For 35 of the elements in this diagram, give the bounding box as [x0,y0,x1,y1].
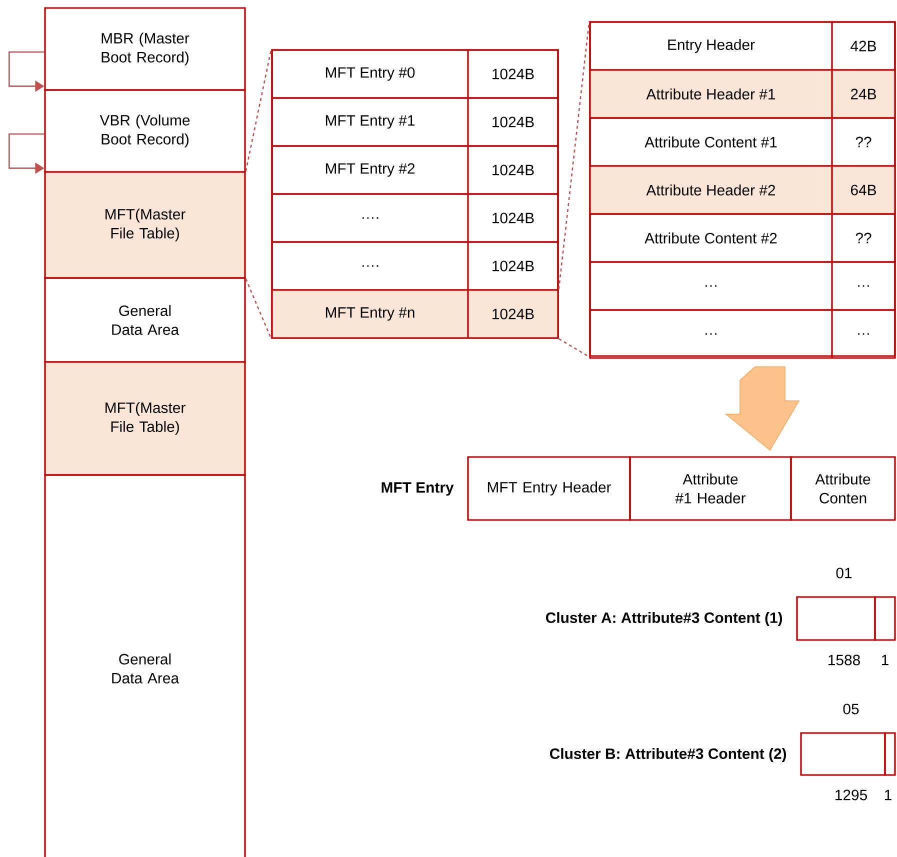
table-row: …. 1024B [271,193,559,243]
heading: Cluster B: Attribute#3 Content (2) [550,748,786,762]
cell: 01 1588 [796,568,876,666]
cell: 1 [874,596,896,666]
block: Attribute #1 Header [629,456,792,521]
block: MBR (Master Boot Record) [44,7,246,91]
node-label: 1 [884,790,892,800]
table-row: Attribute Header #2 64B [589,165,896,215]
heading: MFT Entry [382,482,454,496]
cell: 05 1295 [800,704,886,800]
table-row: MFT Entry #1 1024B [271,97,559,147]
table-row: MFT Entry #n 1024B [271,289,559,339]
node-label: 1295 [836,790,867,800]
block: Attribute Conten [790,456,896,521]
node-label: 05 [843,704,859,714]
block: General Data Area [44,474,246,857]
zoom-line [245,278,272,340]
cell: 1 [884,732,896,800]
block-arrow [724,366,800,451]
table-row: Attribute Header #1 24B [589,69,896,119]
zoom-line [558,21,590,290]
zoom-line [558,338,590,358]
table-row: … … [589,261,896,311]
block: MFT(Master File Table) [44,171,246,279]
zoom-line [245,49,272,172]
block: MFT(Master File Table) [44,361,246,476]
node-label: 1 [882,654,888,666]
table-row: Attribute Content #2 ?? [589,213,896,263]
block: MFT Entry Header [467,456,631,521]
table-row: … … [589,309,896,359]
node-label: 1588 [828,654,860,666]
node-label: 01 [836,568,852,578]
table-row: MFT Entry #0 1024B [271,49,559,99]
heading: Cluster A: Attribute#3 Content (1) [546,612,782,626]
table-row: MFT Entry #2 1024B [271,145,559,195]
